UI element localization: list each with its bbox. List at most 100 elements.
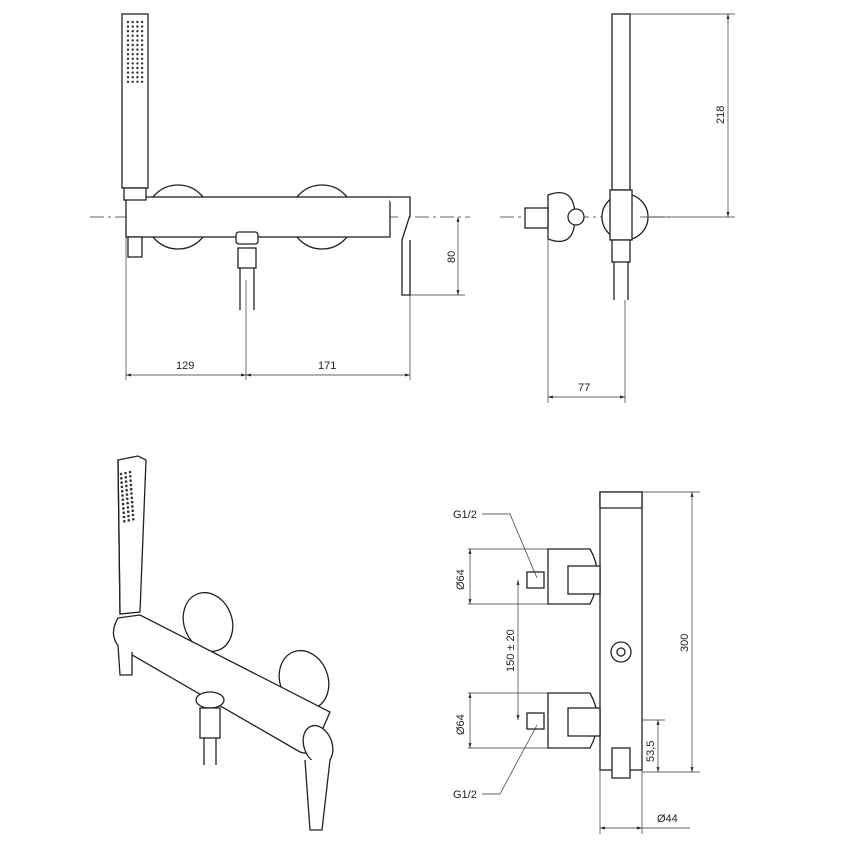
nozzle-dot bbox=[136, 20, 139, 24]
nozzle-dot bbox=[140, 30, 144, 33]
nozzle-dot bbox=[119, 472, 123, 476]
nozzle-dot bbox=[126, 20, 130, 24]
dim-inlet-spacing: 150 ± 20 bbox=[505, 629, 517, 672]
nozzle-dot bbox=[126, 25, 130, 28]
nozzle-dot bbox=[131, 80, 134, 84]
nozzle-dot bbox=[126, 39, 130, 42]
nozzle-dot bbox=[140, 34, 144, 37]
label-g12-top: G1/2 bbox=[453, 509, 477, 521]
nozzle-dot bbox=[140, 48, 144, 51]
hand-shower bbox=[121, 13, 149, 189]
nozzle-dot bbox=[120, 477, 123, 480]
nozzle-dot bbox=[131, 76, 134, 79]
nozzle-dot bbox=[136, 48, 139, 51]
nozzle-dot bbox=[126, 510, 130, 513]
nozzle-dot bbox=[126, 62, 130, 65]
nozzle-dot bbox=[140, 66, 144, 70]
nozzle-dot bbox=[140, 39, 144, 42]
nozzle-dot bbox=[132, 518, 135, 521]
nozzle-dot bbox=[136, 80, 139, 84]
nozzle-dot bbox=[128, 470, 132, 474]
nozzle-dot bbox=[140, 20, 144, 24]
nozzle-dot bbox=[131, 71, 134, 74]
nozzle-dot bbox=[126, 501, 129, 505]
nozzle-dot bbox=[124, 480, 128, 483]
nozzle-dot bbox=[126, 76, 130, 79]
nozzle-dot bbox=[125, 484, 128, 488]
dim-53-5: 53,5 bbox=[645, 741, 657, 762]
nozzle-dot bbox=[136, 25, 139, 28]
nozzle-dot bbox=[127, 519, 131, 522]
dim-129: 129 bbox=[176, 360, 194, 372]
nozzle-dot bbox=[126, 34, 130, 37]
nozzle-dot bbox=[131, 62, 134, 65]
nozzle-dot bbox=[126, 57, 130, 60]
dim-body-diameter: Ø44 bbox=[657, 813, 678, 825]
nozzle-dot bbox=[131, 66, 134, 70]
nozzle-dot bbox=[129, 483, 133, 487]
nozzle-dot bbox=[123, 520, 126, 523]
nozzle-dot bbox=[131, 57, 134, 60]
nozzle-dot bbox=[126, 80, 130, 84]
nozzle-dot bbox=[120, 485, 124, 489]
dim-disc-bottom: Ø64 bbox=[455, 714, 467, 735]
nozzle-dot bbox=[125, 488, 128, 492]
nozzle-dot bbox=[136, 62, 139, 65]
dim-80: 80 bbox=[446, 251, 458, 263]
nozzle-dot bbox=[126, 71, 130, 74]
side-hand-shower bbox=[611, 13, 631, 191]
nozzle-dot bbox=[140, 25, 144, 28]
nozzle-dot bbox=[126, 497, 129, 501]
nozzle-dot bbox=[140, 62, 144, 65]
nozzle-dot bbox=[131, 505, 134, 508]
nozzle-dot bbox=[131, 39, 134, 42]
nozzle-dot bbox=[136, 30, 139, 33]
nozzle-dot bbox=[120, 489, 124, 493]
front-view: (function(){var g=document.currentScript… bbox=[90, 13, 470, 380]
nozzle-dot bbox=[126, 506, 130, 509]
dim-77: 77 bbox=[578, 382, 590, 394]
nozzle-dot bbox=[131, 509, 134, 512]
nozzle-dot bbox=[126, 53, 130, 56]
nozzle-dot bbox=[121, 502, 125, 506]
nozzle-dot bbox=[131, 34, 134, 37]
dim-171: 171 bbox=[318, 360, 336, 372]
nozzle-dot bbox=[140, 57, 144, 60]
nozzle-dot bbox=[136, 76, 139, 79]
nozzle-dot bbox=[130, 500, 134, 504]
nozzle-dot bbox=[131, 25, 134, 28]
nozzle-dot bbox=[129, 487, 133, 491]
nozzle-dot bbox=[121, 494, 124, 497]
nozzle-dot bbox=[136, 34, 139, 37]
nozzle-dot bbox=[131, 513, 135, 517]
nozzle-dot bbox=[121, 498, 125, 502]
nozzle-dot bbox=[127, 514, 130, 518]
isometric-view: (function(){var g=document.currentScript… bbox=[112, 455, 334, 831]
nozzle-dot bbox=[131, 43, 134, 47]
nozzle-dot bbox=[140, 71, 144, 74]
nozzle-dot bbox=[124, 476, 128, 479]
nozzle-dot bbox=[136, 39, 139, 42]
nozzle-dot bbox=[126, 48, 130, 51]
nozzle-dot bbox=[130, 496, 134, 500]
shower-nozzles: (function(){var g=document.currentScript… bbox=[126, 20, 144, 84]
nozzle-dot bbox=[129, 475, 132, 478]
nozzle-dot bbox=[126, 66, 130, 70]
label-g12-bottom: G1/2 bbox=[453, 789, 477, 801]
nozzle-dot bbox=[136, 66, 139, 70]
dim-218: 218 bbox=[715, 106, 727, 124]
nozzle-dot bbox=[131, 53, 134, 56]
nozzle-dot bbox=[131, 30, 134, 33]
nozzle-dot bbox=[136, 71, 139, 74]
nozzle-dot bbox=[122, 511, 125, 514]
nozzle-dot bbox=[131, 48, 134, 51]
rear-view: Ø64 Ø64 150 ± 20 G1/2 G1/2 300 53,5 Ø44 bbox=[453, 491, 700, 834]
nozzle-dot bbox=[122, 515, 126, 519]
nozzle-dot bbox=[140, 53, 144, 56]
nozzle-dot bbox=[130, 492, 133, 495]
dim-300: 300 bbox=[679, 634, 691, 652]
nozzle-dot bbox=[136, 53, 139, 56]
nozzle-dot bbox=[136, 43, 139, 47]
nozzle-dot bbox=[120, 481, 123, 484]
